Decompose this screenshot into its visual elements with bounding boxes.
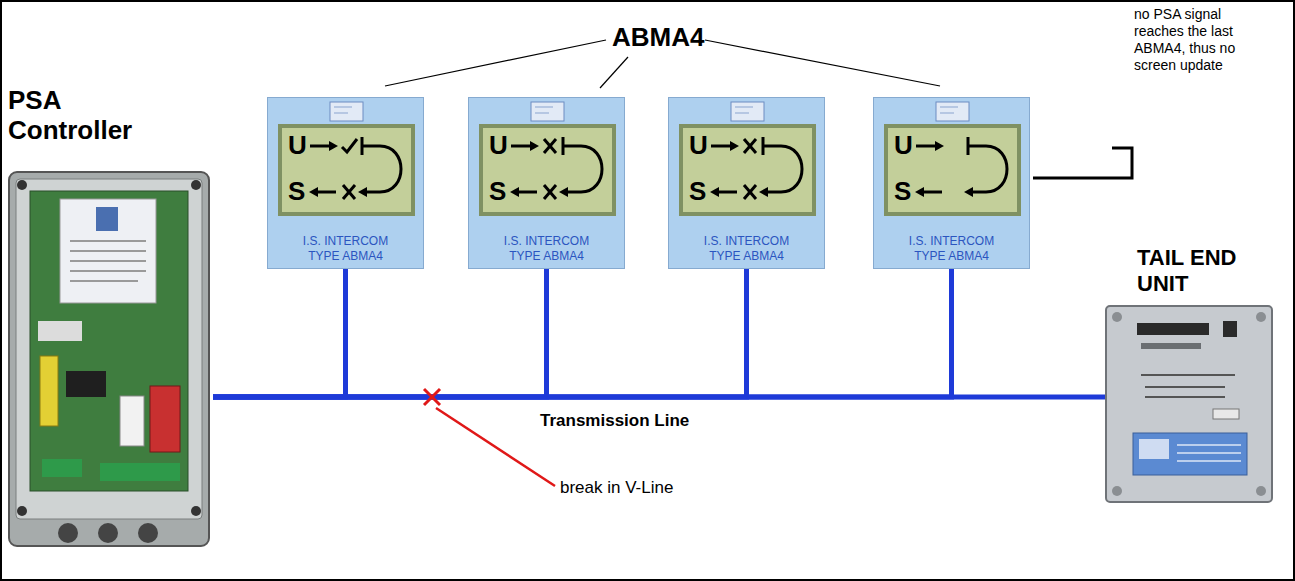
note-text: no PSA signal reaches the last ABMA4, th… [1134,6,1252,74]
unit-caption: I.S. INTERCOM [469,234,624,248]
screen-letter: U [894,130,913,160]
group-label: ABMA4 [612,22,704,52]
screen-letter: U [288,130,307,160]
unit-type: TYPE ABMA4 [469,249,624,263]
screen-letter: U [689,130,708,160]
tail-heading: TAIL END UNIT [1137,245,1272,297]
break-label: break in V-Line [560,478,673,498]
intercom-unit: US I.S. INTERCOMTYPE ABMA4 [267,97,424,269]
device-photo [8,171,210,551]
screen-letter: S [689,176,706,206]
intercom-unit: US I.S. INTERCOMTYPE ABMA4 [873,97,1030,269]
screen-letter: U [489,130,508,160]
screen-letter: S [894,176,911,206]
screen-letter: S [489,176,506,206]
transmission-line [213,269,346,397]
unit-caption: I.S. INTERCOM [268,234,423,248]
intercom-unit: US I.S. INTERCOMTYPE ABMA4 [668,97,825,269]
psa-controller: PSA Controller [8,85,213,547]
unit-type: TYPE ABMA4 [669,249,824,263]
unit-caption: I.S. INTERCOM [669,234,824,248]
screen-letter: S [288,176,305,206]
break-leader [436,408,555,486]
break-mark [424,389,440,405]
intercom-unit: US I.S. INTERCOMTYPE ABMA4 [468,97,625,269]
tail-end-unit: TAIL END UNIT [1105,245,1277,503]
unit-type: TYPE ABMA4 [268,249,423,263]
unit-caption: I.S. INTERCOM [874,234,1029,248]
transmission-line [213,269,747,397]
unit-type: TYPE ABMA4 [874,249,1029,263]
controller-heading: PSA Controller [8,85,158,145]
note-bracket [1033,148,1132,178]
device-photo [1105,305,1273,507]
transmission-line [213,269,547,397]
transmission-line [213,395,1105,400]
line-label: Transmission Line [540,411,689,431]
transmission-line [213,269,952,397]
